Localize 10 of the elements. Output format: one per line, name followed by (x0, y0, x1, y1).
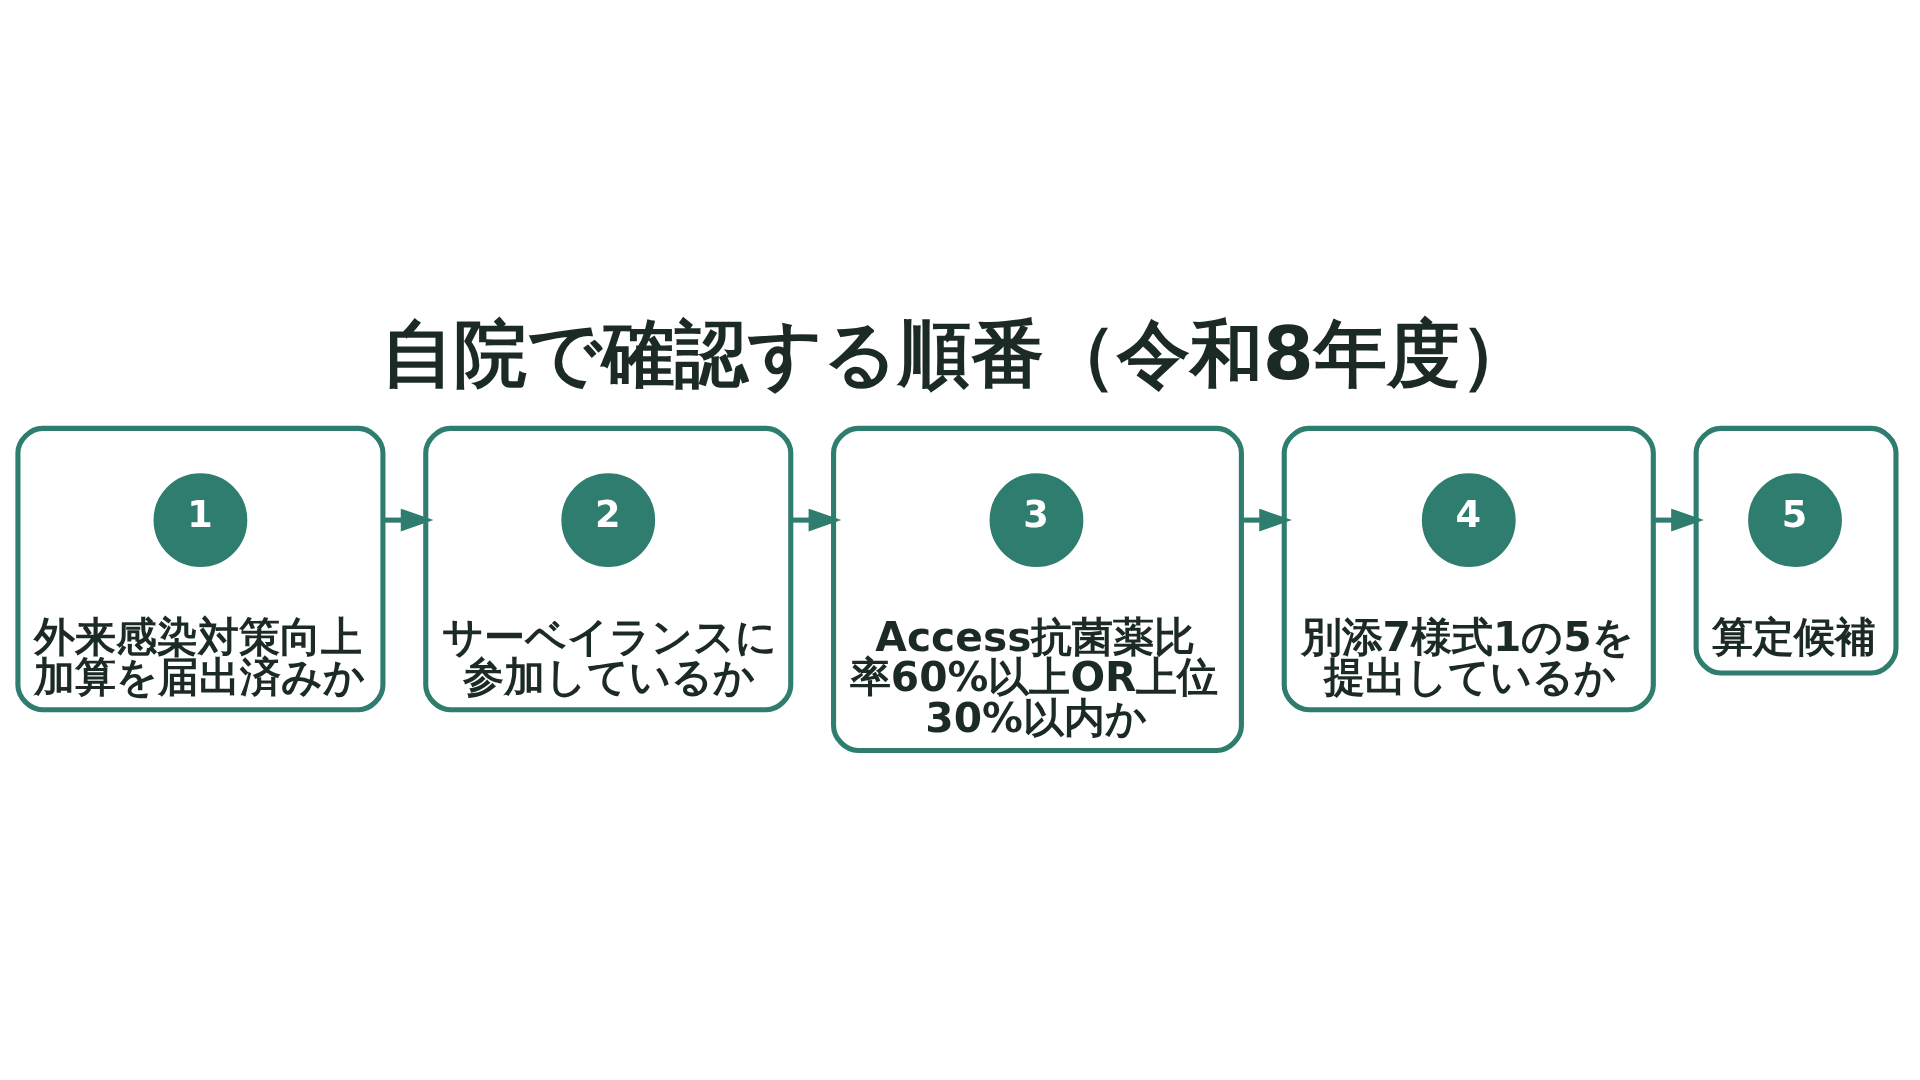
node-circle: 2 (561, 472, 656, 567)
node-circle: 1 (153, 472, 248, 567)
diagram-title: 自院で確認する順番（令和8年度） (380, 310, 1533, 396)
arrow (1653, 508, 1704, 532)
node-circle: 3 (989, 472, 1084, 567)
node-circle: 4 (1421, 472, 1516, 567)
arrow (1241, 508, 1292, 532)
arrow (382, 508, 434, 532)
arrow (790, 508, 842, 532)
node-circle: 5 (1748, 472, 1842, 567)
